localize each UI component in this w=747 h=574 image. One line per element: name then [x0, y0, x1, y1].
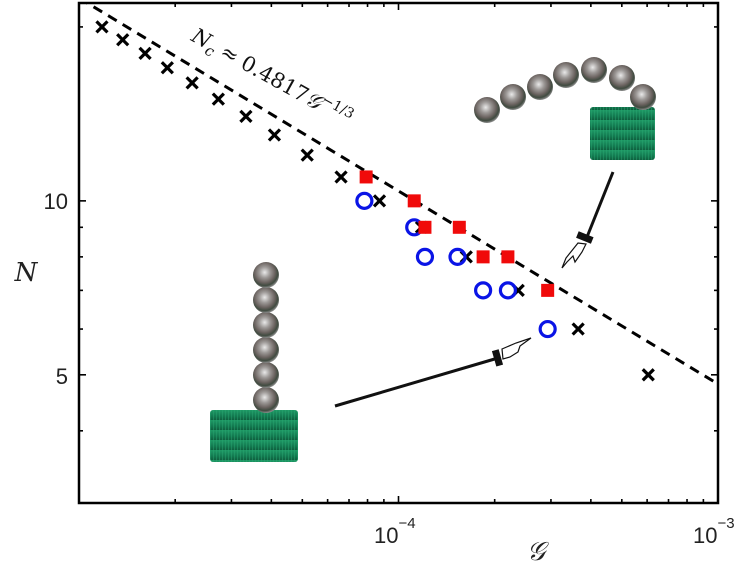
bead-arc — [474, 57, 656, 123]
cross-marker — [334, 170, 348, 184]
square-marker — [452, 220, 466, 234]
circle-marker — [538, 319, 557, 339]
cross-marker — [641, 368, 655, 382]
circle-marker — [498, 281, 518, 300]
x-tick-1e-3: 10−3 — [693, 515, 735, 548]
circle-marker — [474, 281, 493, 300]
pointing-hand-icon-lower — [334, 337, 532, 408]
cross-marker — [116, 33, 130, 47]
x-tick-1e-4: 10−4 — [374, 515, 416, 548]
cross-marker — [95, 20, 109, 34]
data-markers — [95, 20, 655, 382]
bead-column — [253, 262, 279, 413]
cross-marker — [160, 61, 174, 75]
axis-ticks — [79, 3, 718, 503]
cross-marker — [300, 148, 314, 162]
square-marker — [501, 250, 515, 264]
square-marker — [359, 170, 373, 184]
photo-vertical-chain — [210, 262, 298, 462]
x-axis-label: 𝒢 — [527, 537, 550, 567]
square-marker — [541, 283, 555, 297]
square-marker — [418, 220, 432, 234]
green-cap — [210, 410, 298, 462]
square-marker — [476, 250, 490, 264]
green-cap — [590, 107, 655, 160]
cross-marker — [138, 46, 152, 60]
cross-marker — [239, 109, 253, 124]
square-marker — [407, 194, 421, 208]
y-tick-10: 10 — [44, 189, 68, 214]
y-tick-labels: 10 5 — [44, 189, 68, 389]
cross-marker — [185, 76, 199, 90]
cross-marker — [211, 92, 225, 106]
cross-marker — [372, 194, 387, 208]
cross-marker — [267, 128, 282, 142]
circle-marker — [415, 247, 435, 266]
fit-line-dashed — [84, 3, 718, 386]
photo-buckled-chain — [474, 57, 656, 160]
y-tick-5: 5 — [56, 364, 68, 389]
cross-marker — [571, 322, 585, 336]
circle-marker — [355, 191, 374, 210]
circle-marker — [448, 247, 467, 266]
y-axis-label: N — [14, 258, 39, 288]
pointing-hand-icon-upper — [561, 171, 615, 269]
x-tick-labels: 10−4 10−3 — [374, 515, 735, 548]
